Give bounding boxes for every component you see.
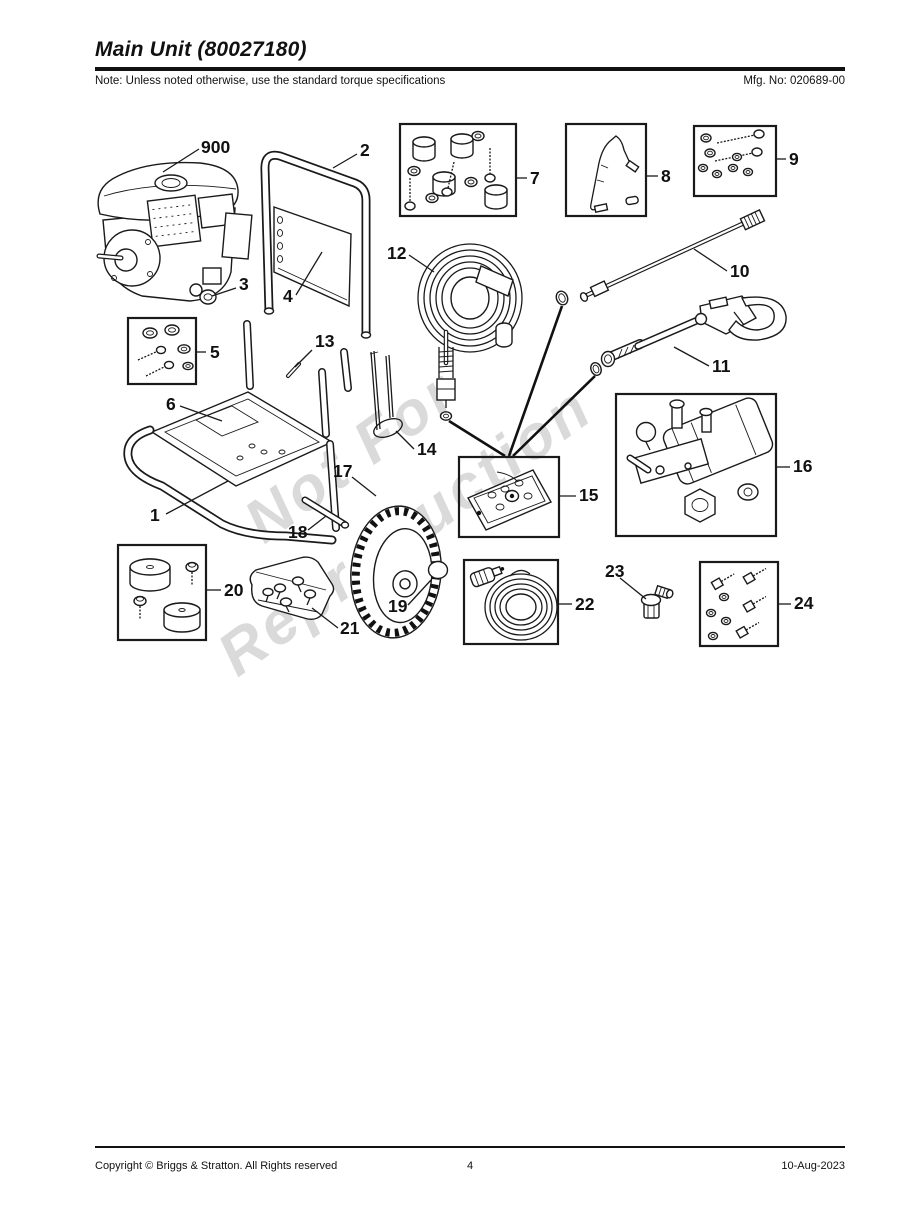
footer: Copyright © Briggs & Stratton. All Right… xyxy=(95,1146,845,1172)
callout-12: 12 xyxy=(387,243,407,263)
callout-24: 24 xyxy=(794,593,814,613)
part-22-chem-hose-illustration xyxy=(462,558,560,646)
part-19-cap-illustration xyxy=(427,560,449,580)
callout-16: 16 xyxy=(793,456,813,476)
callout-13: 13 xyxy=(315,331,335,351)
part-16-pump-illustration xyxy=(614,392,778,538)
callout-15: 15 xyxy=(579,485,599,505)
frame-posts-illustration xyxy=(243,320,352,438)
part-17-wheel-illustration xyxy=(350,505,442,639)
callout-9: 9 xyxy=(789,149,799,169)
part-23-fitting-illustration xyxy=(640,584,674,619)
assembly-leader-lines xyxy=(448,305,596,458)
callout-22: 22 xyxy=(575,594,595,614)
callout-21: 21 xyxy=(340,618,360,638)
part-10-wand-illustration xyxy=(555,208,766,306)
callout-14: 14 xyxy=(417,439,437,459)
callout-11: 11 xyxy=(712,356,731,376)
copyright-text: Copyright © Briggs & Stratton. All Right… xyxy=(95,1160,338,1172)
part-15-nozzle-kit-illustration xyxy=(457,455,561,539)
part-24-bolt-kit-illustration xyxy=(698,560,780,648)
part-11-gun-illustration xyxy=(590,295,787,377)
part-13-pin-illustration xyxy=(286,362,301,378)
part-12-hose-illustration xyxy=(417,243,523,421)
callout-6: 6 xyxy=(166,394,176,414)
page-title: Main Unit (80027180) xyxy=(95,38,307,61)
header-rule xyxy=(95,67,845,71)
callout-labels: 900 2 3 4 5 6 1 7 8 9 10 11 12 13 14 15 … xyxy=(150,137,814,638)
torque-note: Note: Unless noted otherwise, use the st… xyxy=(95,75,446,87)
callout-3: 3 xyxy=(239,274,249,294)
callout-1: 1 xyxy=(150,505,160,525)
callout-900: 900 xyxy=(201,137,230,157)
part-4-panel-illustration xyxy=(273,206,352,308)
callout-20: 20 xyxy=(224,580,244,600)
part-20-feet-kit-illustration xyxy=(116,543,208,642)
footer-date: 10-Aug-2023 xyxy=(781,1160,845,1172)
part-8-tube-illustration xyxy=(564,122,648,218)
callout-8: 8 xyxy=(661,166,671,186)
callout-10: 10 xyxy=(730,261,750,281)
callout-5: 5 xyxy=(210,342,220,362)
part-3-washer-illustration xyxy=(199,289,217,305)
header: Main Unit (80027180) Note: Unless noted … xyxy=(95,38,845,87)
callout-17: 17 xyxy=(333,461,352,481)
callout-23: 23 xyxy=(605,561,625,581)
callout-4: 4 xyxy=(283,286,293,306)
part-900-engine-illustration xyxy=(96,161,253,302)
part-1-frame-illustration xyxy=(123,391,340,545)
part-14-wire-illustration xyxy=(369,350,403,438)
mfg-number: Mfg. No: 020689-00 xyxy=(743,75,845,87)
callout-leaders xyxy=(162,148,791,629)
part-21-screw-bag-illustration xyxy=(249,556,335,621)
part-18-axle-illustration xyxy=(301,496,350,529)
callout-7: 7 xyxy=(530,168,540,188)
part-2-handle-illustration xyxy=(260,150,372,339)
callout-18: 18 xyxy=(288,522,308,542)
callout-19: 19 xyxy=(388,596,408,616)
callout-2: 2 xyxy=(360,140,370,160)
part-5-hardware-kit-illustration xyxy=(126,316,198,386)
page-number: 4 xyxy=(466,1160,474,1172)
part-9-bolt-kit-illustration xyxy=(692,124,778,198)
part-7-isolator-kit-illustration xyxy=(398,122,518,218)
